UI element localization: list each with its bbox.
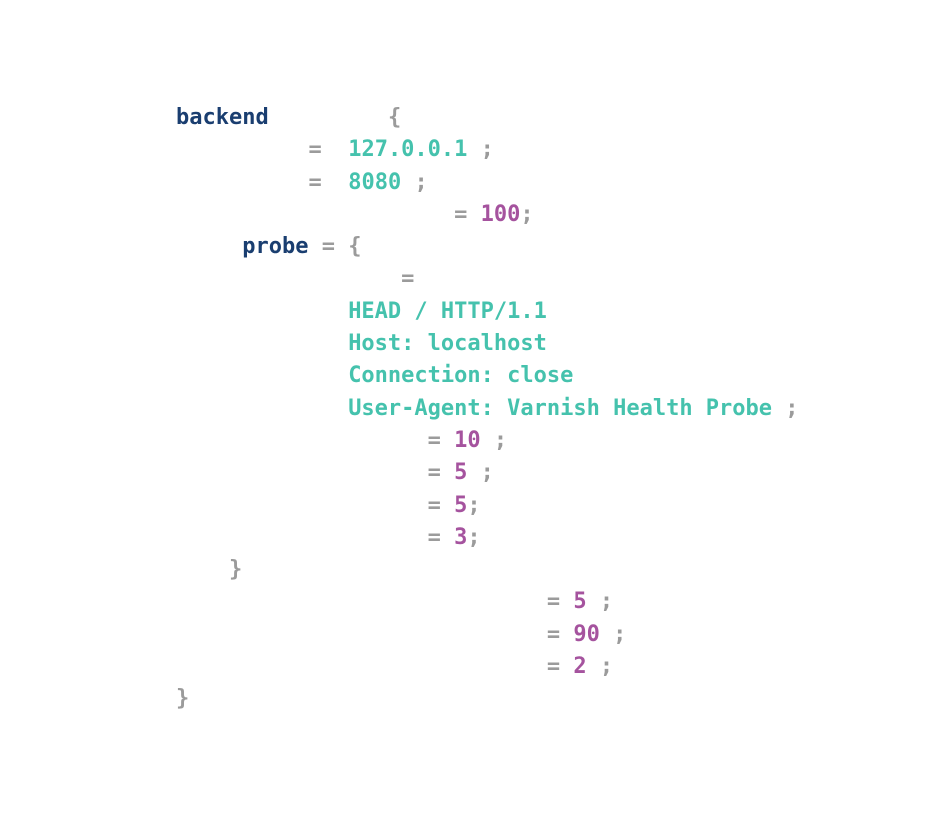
code-token-keyword: backend — [176, 105, 269, 130]
code-token-punct: = — [401, 266, 415, 292]
code-token-punct: ; — [467, 492, 481, 518]
code-token-punct: = — [321, 234, 335, 260]
code-token-punct: = — [427, 427, 441, 453]
code-line: = 5 ; — [176, 457, 799, 489]
code-line: = 90 ; — [176, 619, 799, 651]
code-line: User-Agent: Varnish Health Probe ; — [176, 393, 799, 425]
code-line: = 5; — [176, 490, 799, 522]
code-token-punct: = — [308, 169, 322, 195]
code-token-punct: ; — [599, 589, 614, 615]
code-token-punct: ; — [613, 621, 627, 647]
code-token-punct: = — [546, 654, 561, 680]
code-token-number: 2 — [573, 654, 587, 680]
code-token-keyword: probe — [242, 234, 309, 260]
code-line: } — [176, 554, 799, 586]
code-token-string: Connection: close — [348, 363, 574, 389]
code-token-string: Host: localhost — [348, 331, 547, 357]
code-block: backend { = 127.0.0.1 ; = 8080 ; = 100; … — [176, 102, 799, 716]
code-token-number: 5 — [454, 460, 468, 486]
code-line: backend { — [176, 102, 799, 134]
code-token-punct: ; — [785, 395, 799, 421]
code-token-punct: } — [176, 686, 190, 712]
code-token-punct: = — [427, 492, 441, 518]
code-token-number: 90 — [573, 621, 600, 647]
code-token-string: HEAD / HTTP/1.1 — [348, 298, 547, 324]
code-token-number: 5 — [454, 492, 468, 518]
code-token-punct: = — [546, 589, 561, 615]
code-token-punct: ; — [599, 654, 614, 680]
code-token-punct: ; — [467, 524, 481, 550]
code-line: = 127.0.0.1 ; — [176, 134, 799, 166]
code-token-number: 100 — [480, 201, 521, 227]
code-token-punct: ; — [493, 427, 508, 453]
code-token-punct: ; — [520, 201, 534, 227]
code-token-string: User-Agent: Varnish Health Probe — [348, 395, 773, 421]
code-line: HEAD / HTTP/1.1 — [176, 296, 799, 328]
code-token-punct: = — [546, 621, 561, 647]
code-token-punct: } — [228, 557, 243, 583]
code-token-string: 127.0.0.1 — [348, 137, 468, 163]
code-line: Host: localhost — [176, 328, 799, 360]
code-token-number: 10 — [454, 427, 481, 453]
code-token-punct: ; — [480, 137, 494, 163]
code-token-number: 3 — [454, 524, 468, 550]
code-token-punct: = — [427, 460, 441, 486]
code-line: = 10 ; — [176, 425, 799, 457]
code-token-string: 8080 — [348, 169, 402, 195]
code-line: = 3; — [176, 522, 799, 554]
code-line: } — [176, 683, 799, 715]
code-line: = 5 ; — [176, 586, 799, 618]
code-token-number: 5 — [573, 589, 587, 615]
code-line: = 100; — [176, 199, 799, 231]
code-token-punct: = — [427, 524, 441, 550]
code-line: = 2 ; — [176, 651, 799, 683]
code-line: = — [176, 263, 799, 295]
code-token-punct: { — [387, 105, 402, 130]
code-token-punct: ; — [480, 460, 494, 486]
code-token-punct: = — [308, 137, 322, 163]
code-token-punct: = — [454, 201, 468, 227]
code-line: probe = { — [176, 231, 799, 263]
code-line: Connection: close — [176, 360, 799, 392]
code-token-punct: ; — [414, 169, 428, 195]
code-line: = 8080 ; — [176, 167, 799, 199]
code-token-punct: { — [348, 234, 362, 260]
